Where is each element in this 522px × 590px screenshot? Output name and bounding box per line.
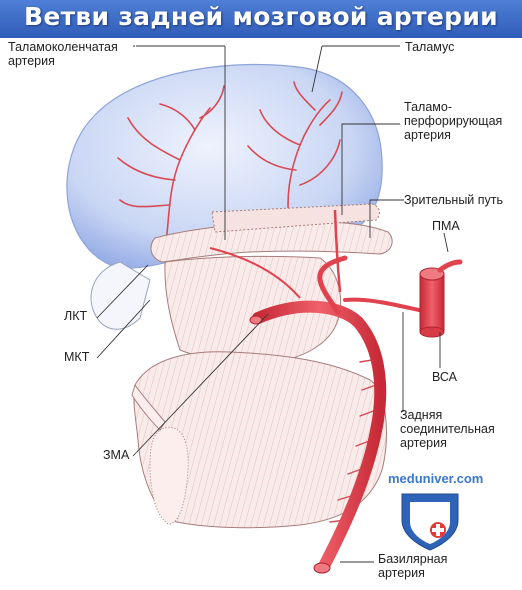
label-posterior-communicating-artery: Задняя соединительная артерия — [400, 408, 495, 450]
cerebral-peduncle — [164, 255, 341, 363]
thalamus-vessels — [117, 81, 343, 251]
pons-upper-cut — [131, 383, 166, 431]
optic-tract-top — [211, 203, 380, 233]
posterior-communicating-artery — [343, 297, 430, 314]
label-vsa: ВСА — [432, 370, 458, 384]
thalamogeniculate-vessel — [209, 247, 301, 299]
internal-carotid-artery — [419, 259, 463, 338]
title-bar — [0, 0, 522, 38]
diagram-title: Ветви задней мозговой артерии — [23, 2, 498, 31]
label-thalamoperforating-artery: Таламо- перфорирующая артерия — [404, 100, 503, 142]
basilar-artery — [252, 300, 387, 572]
label-pma: ПМА — [432, 219, 460, 233]
label-mkt: МКТ — [64, 350, 90, 364]
thalamoperforating-vessel — [333, 209, 342, 293]
label-basilar-artery: Базилярная артерия — [378, 552, 448, 580]
label-thalamogeniculate-artery: Таламоколенчатая артерия — [8, 40, 118, 68]
posterior-cerebral-artery-branch — [317, 255, 348, 315]
label-thalamus: Таламус — [405, 40, 455, 54]
label-optic-tract: Зрительный путь — [404, 193, 504, 207]
pons-cut-surface — [149, 427, 189, 525]
leader-lines — [96, 45, 449, 563]
basilar-artery-cut-end — [313, 562, 331, 574]
label-zma: ЗМА — [103, 448, 130, 462]
site-watermark: meduniver.com — [388, 471, 484, 486]
label-lkt: ЛКТ — [64, 309, 88, 323]
pons-shape — [133, 351, 387, 529]
